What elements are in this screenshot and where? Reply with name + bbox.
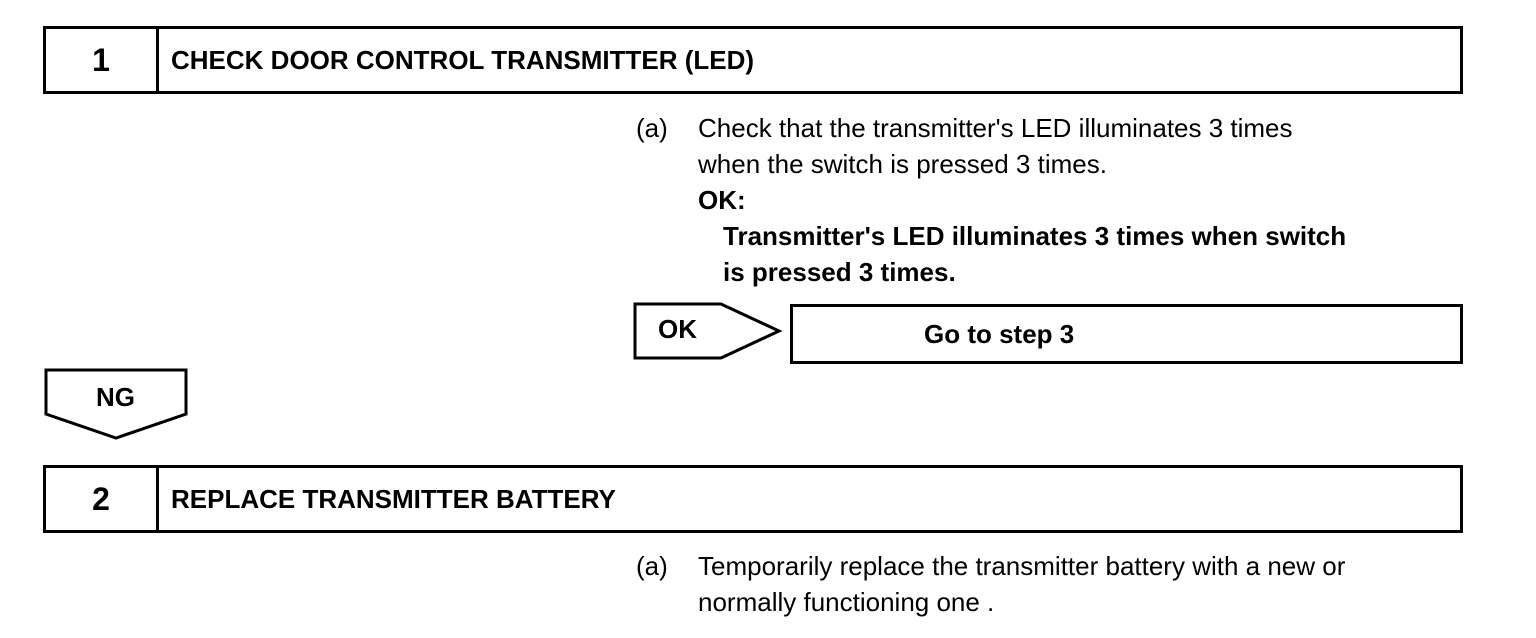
ok-criteria-line-1: Transmitter's LED illuminates 3 times wh… bbox=[723, 221, 1347, 251]
step-2-header: 2 REPLACE TRANSMITTER BATTERY bbox=[43, 465, 1463, 533]
step-1-number: 1 bbox=[46, 29, 159, 91]
step-1-instruction-line-1: Check that the transmitter's LED illumin… bbox=[698, 113, 1293, 143]
ok-criteria-label: OK: bbox=[698, 185, 746, 215]
step-2-instruction: (a) Temporarily replace the transmitter … bbox=[636, 548, 1468, 620]
ng-arrow-shape bbox=[44, 368, 188, 440]
step-2-instruction-letter: (a) bbox=[636, 551, 668, 581]
ok-criteria-line-2: is pressed 3 times. bbox=[723, 257, 956, 287]
step-1-instruction-letter: (a) bbox=[636, 113, 668, 143]
go-to-step-3-box: Go to step 3 bbox=[790, 304, 1463, 364]
step-2-title: REPLACE TRANSMITTER BATTERY bbox=[171, 483, 616, 514]
step-2-number: 2 bbox=[46, 468, 159, 530]
step-2-instruction-line-2: normally functioning one . bbox=[698, 587, 995, 617]
ok-arrow-label: OK bbox=[658, 314, 697, 344]
ng-arrow-label: NG bbox=[96, 382, 135, 412]
step-2-instruction-line-1: Temporarily replace the transmitter batt… bbox=[698, 551, 1346, 581]
go-to-step-3-text: Go to step 3 bbox=[924, 318, 1075, 349]
step-1-header: 1 CHECK DOOR CONTROL TRANSMITTER (LED) bbox=[43, 26, 1463, 94]
ok-arrow-shape bbox=[633, 302, 783, 360]
step-1-title: CHECK DOOR CONTROL TRANSMITTER (LED) bbox=[171, 44, 755, 75]
step-1-instruction-line-2: when the switch is pressed 3 times. bbox=[698, 149, 1107, 179]
step-1-instruction: (a) Check that the transmitter's LED ill… bbox=[636, 110, 1468, 290]
